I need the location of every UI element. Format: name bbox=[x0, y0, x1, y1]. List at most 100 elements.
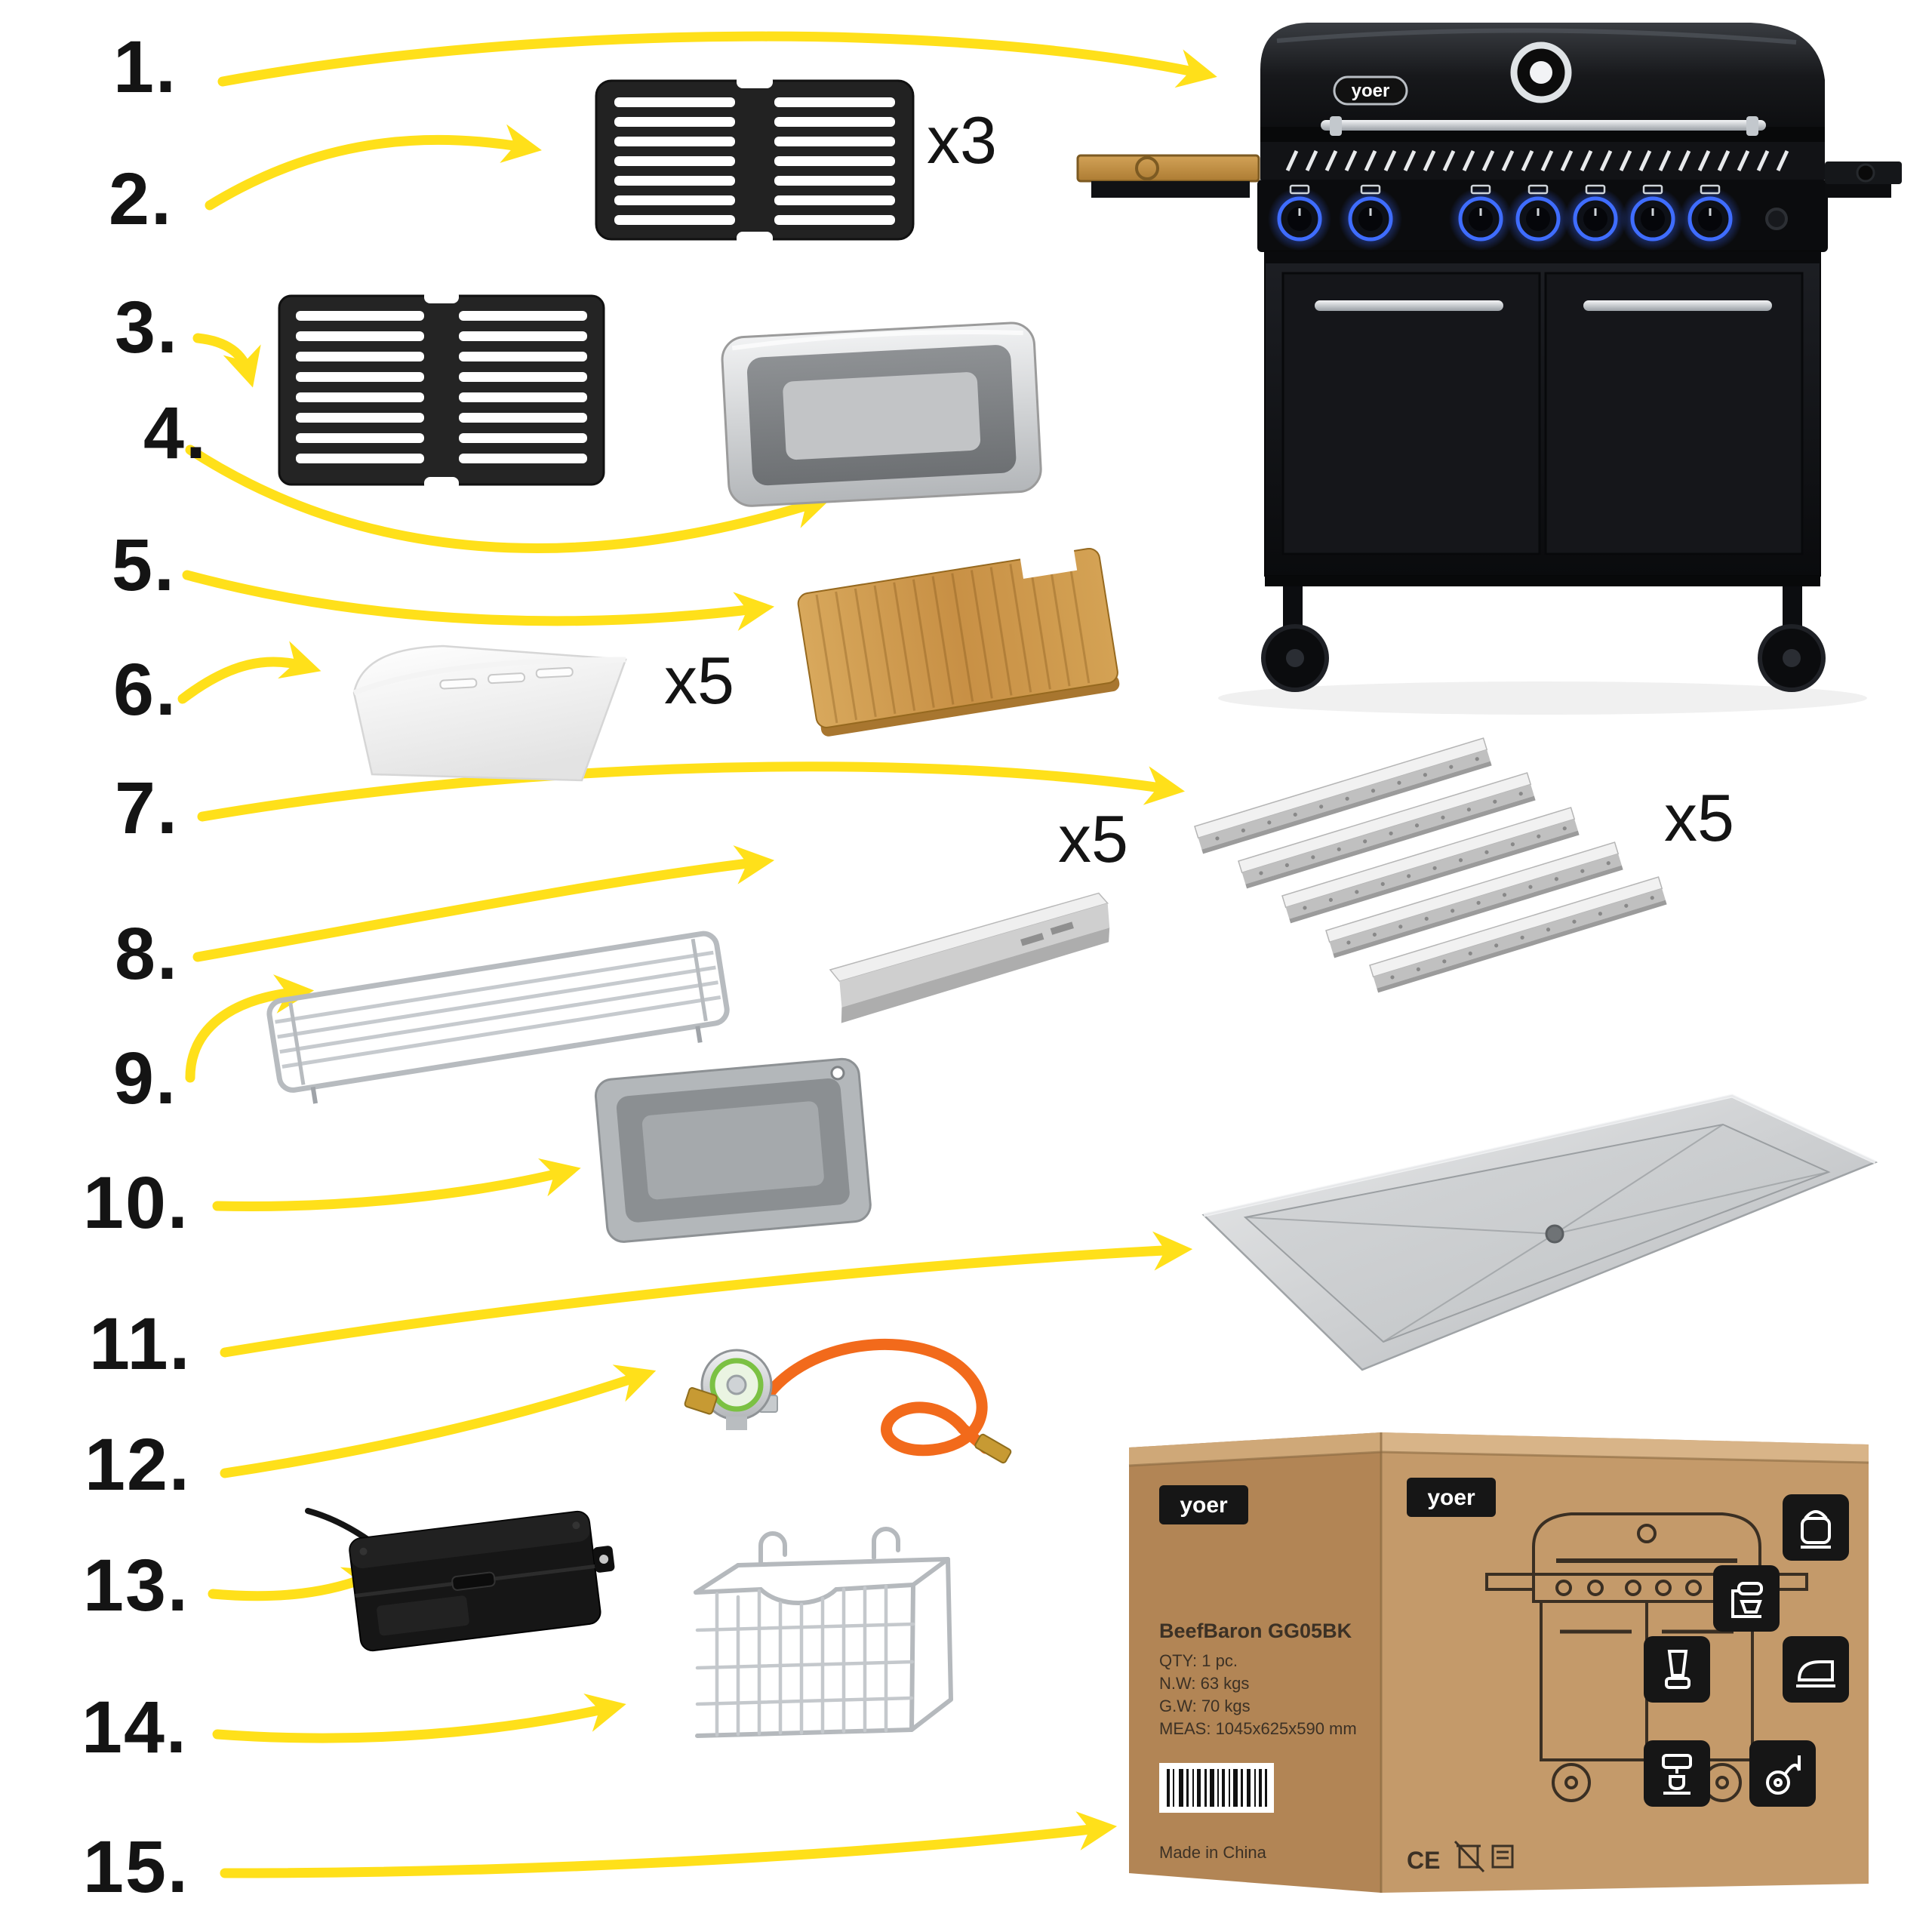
box-brand-logo-front: yoer bbox=[1407, 1478, 1496, 1517]
arrow-6 bbox=[177, 641, 321, 704]
arrow-14 bbox=[212, 1694, 626, 1743]
cabinet-door-left bbox=[1281, 272, 1541, 555]
grill-cabinet bbox=[1264, 251, 1821, 586]
basket-hook bbox=[758, 1531, 787, 1564]
kettle-icon bbox=[1783, 1494, 1849, 1561]
heat-plate bbox=[808, 841, 1132, 1060]
teflon-grill-sheet bbox=[328, 617, 660, 806]
battery-control-box bbox=[302, 1472, 649, 1683]
box-qty: QTY: 1 pc. bbox=[1159, 1651, 1238, 1670]
box-brand-text-side: yoer bbox=[1180, 1493, 1228, 1518]
grill-legs-wheels bbox=[1261, 586, 1826, 692]
grill-fascia-vents bbox=[1260, 142, 1825, 180]
blender-icon bbox=[1644, 1636, 1710, 1703]
grease-tray-large bbox=[1174, 1057, 1906, 1404]
arrow-8 bbox=[192, 845, 775, 962]
ce-mark: CE bbox=[1407, 1847, 1440, 1874]
arrow-5 bbox=[182, 570, 775, 631]
callout-number-7: 7. bbox=[115, 767, 179, 849]
board-notch bbox=[1019, 543, 1078, 579]
flame-tamer-bar bbox=[1238, 772, 1536, 889]
tray-hang-hole bbox=[830, 1066, 845, 1081]
grill-knobs bbox=[1268, 184, 1742, 251]
callout-number-3: 3. bbox=[115, 286, 179, 368]
regulator-body bbox=[684, 1349, 773, 1430]
flame-tamer-bar bbox=[1325, 841, 1623, 958]
iron-icon bbox=[1783, 1636, 1849, 1703]
box-appliance-icons bbox=[1644, 1494, 1849, 1807]
manual-icon bbox=[1491, 1844, 1514, 1869]
box-made-in: Made in China bbox=[1159, 1843, 1267, 1862]
callout-number-5: 5. bbox=[112, 524, 176, 606]
callout-number-11: 11. bbox=[89, 1303, 192, 1385]
callout-number-4: 4. bbox=[143, 392, 208, 474]
tray-drain-hole bbox=[1545, 1224, 1564, 1244]
box-model: BeefBaron GG05BK bbox=[1159, 1620, 1352, 1642]
arrow-12 bbox=[220, 1364, 657, 1478]
box-measurements: MEAS: 1045x625x590 mm bbox=[1159, 1719, 1357, 1738]
box-brand-logo-side: yoer bbox=[1159, 1485, 1248, 1524]
arrow-11 bbox=[220, 1231, 1193, 1358]
wire-basket bbox=[648, 1509, 972, 1796]
box-compliance-row: Made in China CE bbox=[1159, 1840, 1514, 1874]
crossed-bin-icon bbox=[1454, 1840, 1485, 1873]
callout-number-14: 14. bbox=[82, 1686, 188, 1768]
arrow-1 bbox=[217, 31, 1217, 88]
callout-number-15: 15. bbox=[83, 1826, 189, 1908]
flame-tamer-bar bbox=[1369, 876, 1667, 993]
callout-number-1: 1. bbox=[113, 26, 177, 108]
multiplier-heat-plates: x5 bbox=[1058, 801, 1128, 876]
callout-number-13: 13. bbox=[83, 1544, 189, 1626]
gas-hose bbox=[755, 1338, 992, 1457]
box-latch bbox=[451, 1571, 496, 1591]
gas-grill-image: yoer bbox=[1034, 8, 1909, 724]
brass-fitting bbox=[974, 1433, 1012, 1464]
barcode bbox=[1159, 1763, 1274, 1813]
grill-brand-badge: yoer bbox=[1333, 75, 1408, 106]
multiplier-teflon-sheets: x5 bbox=[664, 643, 734, 718]
arrow-7 bbox=[197, 761, 1186, 822]
grill-right-shelf bbox=[1825, 162, 1902, 198]
door-handle-right bbox=[1583, 300, 1772, 311]
basket-hook bbox=[872, 1527, 900, 1560]
grill-shadow bbox=[1218, 681, 1867, 715]
vacuum-icon bbox=[1749, 1740, 1816, 1807]
multiplier-grates-small: x3 bbox=[927, 103, 997, 177]
flame-tamer-bar bbox=[1281, 807, 1580, 924]
flame-tamer-set bbox=[1174, 713, 1687, 1053]
ignition-button bbox=[1765, 208, 1788, 230]
arrow-4 bbox=[185, 445, 832, 553]
warming-rack bbox=[249, 894, 755, 1128]
stand-mixer-icon bbox=[1713, 1565, 1780, 1632]
coffee-machine-icon bbox=[1644, 1740, 1710, 1807]
grill-lid: yoer bbox=[1260, 23, 1825, 142]
arrow-9 bbox=[185, 974, 315, 1083]
callout-number-12: 12. bbox=[85, 1423, 191, 1506]
callout-number-10: 10. bbox=[83, 1161, 189, 1244]
box-net-weight: N.W: 63 kgs bbox=[1159, 1674, 1249, 1693]
grill-brand-text: yoer bbox=[1352, 81, 1390, 101]
box-front-panel bbox=[1381, 1432, 1869, 1893]
stainless-steel-pan bbox=[698, 298, 1068, 528]
box-spec-text: BeefBaron GG05BK QTY: 1 pc. N.W: 63 kgs … bbox=[1159, 1620, 1357, 1738]
arrow-10 bbox=[212, 1158, 581, 1212]
cabinet-door-right bbox=[1544, 272, 1804, 555]
box-brand-text-front: yoer bbox=[1427, 1485, 1475, 1510]
callout-number-8: 8. bbox=[115, 912, 179, 995]
callout-number-2: 2. bbox=[109, 158, 173, 240]
arrow-2 bbox=[205, 124, 542, 211]
grill-control-panel bbox=[1257, 180, 1828, 252]
gas-regulator-hose bbox=[648, 1294, 1032, 1483]
callout-number-6: 6. bbox=[113, 648, 177, 731]
grill-left-shelf bbox=[1076, 154, 1260, 198]
cooking-grate-small bbox=[589, 72, 921, 249]
multiplier-flame-tamers: x5 bbox=[1664, 780, 1734, 855]
packaging-box: yoer yoer BeefBaron GG05BK QTY: 1 pc. N.… bbox=[1111, 1389, 1888, 1924]
brass-nut bbox=[684, 1387, 718, 1415]
bamboo-cutting-board bbox=[785, 537, 1147, 764]
door-handle-left bbox=[1315, 300, 1503, 311]
box-gross-weight: G.W: 70 kgs bbox=[1159, 1697, 1251, 1715]
flame-tamer-bar bbox=[1194, 737, 1492, 854]
